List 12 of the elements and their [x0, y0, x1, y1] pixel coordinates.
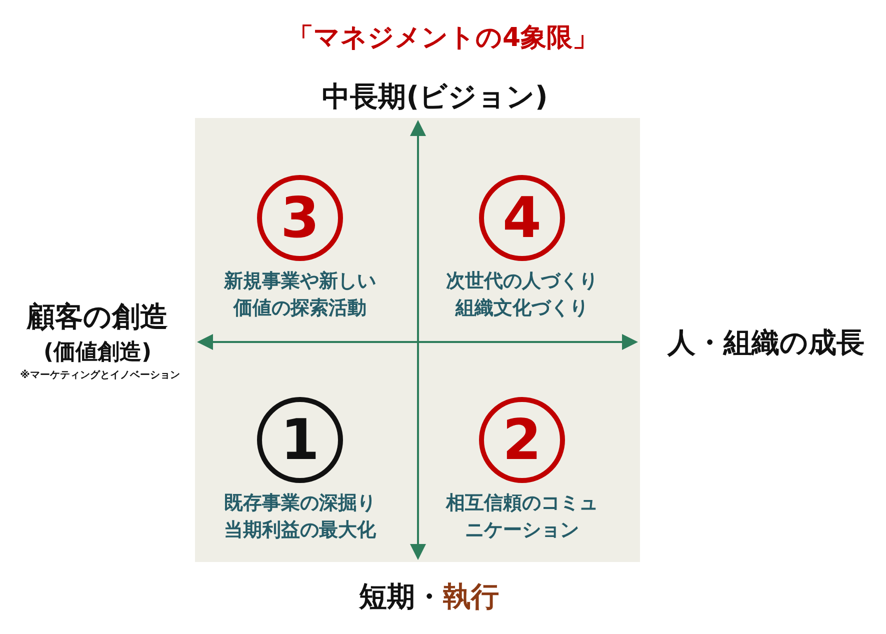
- quadrant-text: 次世代の人づくり組織文化づくり: [445, 269, 599, 321]
- axis-label: (価値創造): [42, 339, 153, 367]
- quadrant-text: 新規事業や新しい価値の探索活動: [222, 269, 377, 321]
- axis-label: 短期・: [359, 579, 443, 615]
- axis-label: 執行: [443, 579, 499, 615]
- quadrant-text: 相互信頼のコミュニケーション: [444, 491, 599, 543]
- axis-label: 顧客の創造: [26, 299, 169, 335]
- title-text: 「マネジメントの4象限」: [286, 22, 600, 55]
- axis-label: 人・組織の成長: [666, 325, 866, 361]
- quadrant-text: 既存事業の深掘り当期利益の最大化: [223, 491, 377, 543]
- axis-label: ※マーケティングとイノベーション: [19, 368, 181, 382]
- axis-label: 中長期(ビジョン): [321, 79, 549, 115]
